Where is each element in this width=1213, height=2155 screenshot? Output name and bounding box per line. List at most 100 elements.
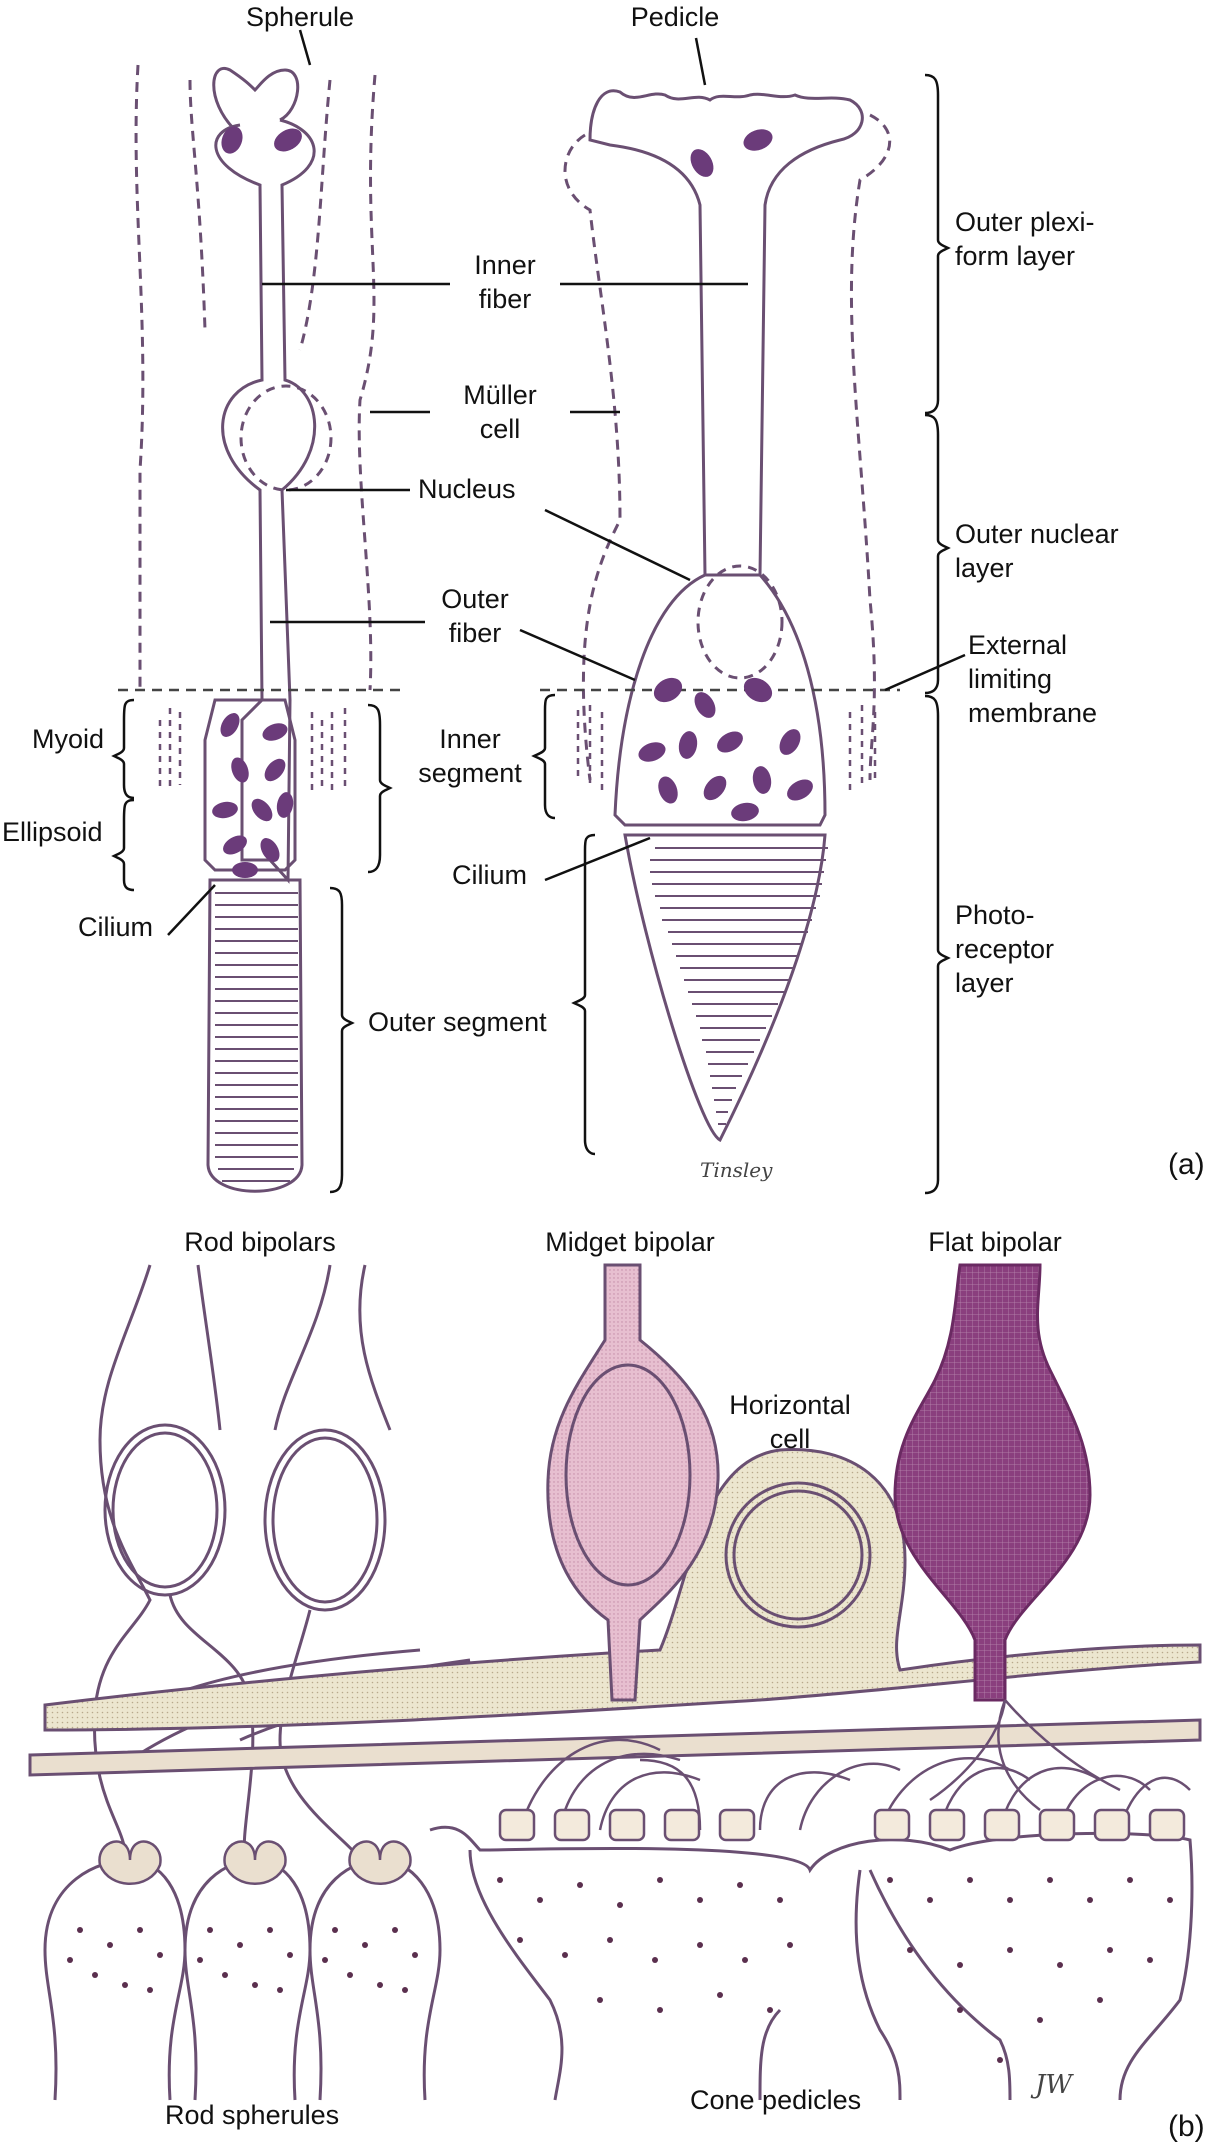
label-myoid: Myoid [32, 724, 105, 754]
label-external-limiting-membrane: External limiting membrane [968, 628, 1097, 730]
midget-bipolar-cell [546, 1263, 720, 1702]
leader-lines [167, 29, 966, 936]
cone-pedicle-terminals [429, 1825, 1194, 2101]
label-elm-line-2: limiting [968, 664, 1053, 694]
rod-bipolar-axon-2 [278, 1609, 362, 1861]
label-nucleus: Nucleus [418, 474, 516, 504]
outer-plexiform-band [28, 1718, 1202, 1777]
synaptic-vesicles [67, 1877, 1173, 2063]
cone-outer-segment [623, 833, 827, 1143]
cone-organelles [638, 129, 813, 822]
rod-bipolar-dendrite-4 [358, 1264, 392, 1431]
flat-bipolar-cell [893, 1263, 1092, 1702]
rod-outer-segment [206, 878, 304, 1193]
label-midget-bipolar: Midget bipolar [545, 1227, 715, 1257]
label-cone-pedicles: Cone pedicles [690, 2085, 862, 2115]
rod-cell-outline [214, 118, 317, 884]
label-photoreceptor-line-1: Photo- [955, 900, 1035, 930]
label-outer-plexiform-layer: Outer plexi- form layer [955, 205, 1095, 273]
rod-bipolar-soma-1-inner [111, 1431, 219, 1589]
label-elm-line-1: External [968, 630, 1068, 660]
label-muller-cell-line-1: Müller [463, 380, 537, 410]
cone-cell-body [613, 573, 827, 827]
bracket-cone-inner-segment [531, 693, 556, 820]
rod-bipolar-soma-2 [263, 1428, 387, 1612]
label-photoreceptor-line-2: receptor [955, 934, 1055, 964]
label-ellipsoid: Ellipsoid [2, 817, 103, 847]
leader-nucleus [286, 488, 691, 582]
label-horizontal-cell: Horizontal cell [710, 1388, 870, 1456]
label-outer-fiber: Outer fiber [425, 582, 525, 650]
leader-elm [884, 653, 966, 692]
rod-inner-segment [203, 698, 297, 872]
label-inner-segment: Inner segment [400, 722, 540, 790]
label-photoreceptor-line-3: layer [955, 968, 1014, 998]
label-inner-fiber-line-1: Inner [474, 250, 536, 280]
synaptic-invaginations [498, 1808, 1186, 1842]
label-flat-bipolar: Flat bipolar [928, 1227, 1062, 1257]
rod-bipolar-dendrite-3 [273, 1264, 332, 1431]
label-outer-fiber-line-2: fiber [448, 618, 502, 648]
leader-rod-cilium [167, 884, 216, 936]
label-outer-plexiform-line-2: form layer [955, 241, 1076, 271]
label-rod-bipolars: Rod bipolars [184, 1227, 336, 1257]
label-horizontal-cell-line-2: cell [769, 1424, 811, 1454]
rod-bipolar-soma-1 [103, 1423, 227, 1597]
label-outer-segment: Outer segment [368, 1007, 547, 1037]
bracket-rod-inner-segment [367, 703, 393, 874]
panel-a-artist-signature: Tinsley [700, 1158, 773, 1182]
label-rod-spherules: Rod spherules [165, 2100, 340, 2130]
label-rod-cilium: Cilium [78, 912, 154, 942]
rod-muller-cell-inner-dashed [188, 79, 332, 351]
panel-b-artist-signature: JW [1035, 2070, 1073, 2100]
bracket-ellipsoid [111, 798, 135, 892]
rod-spherule [212, 66, 300, 132]
label-horizontal-cell-line-1: Horizontal [729, 1390, 851, 1420]
horizontal-cell-nucleus [724, 1481, 872, 1629]
cone-myoid-dashes [576, 705, 877, 790]
leader-pedicle [694, 37, 707, 86]
rod-myoid-dashes [158, 708, 347, 790]
label-outer-nuclear-line-2: layer [955, 553, 1014, 583]
label-outer-fiber-line-1: Outer [441, 584, 509, 614]
label-outer-nuclear-layer: Outer nuclear layer [955, 517, 1119, 585]
leader-outer-fiber [270, 620, 636, 682]
rod-outer-segment-discs [215, 892, 298, 1182]
label-cone-cilium: Cilium [452, 860, 528, 890]
rod-muller-cell-outline-right [357, 74, 377, 691]
panel-b-drawing [28, 1263, 1202, 2101]
bracket-rod-outer-segment [329, 886, 355, 1194]
bracket-cone-outer-segment [571, 833, 596, 1156]
panel-a-label: (a) [1168, 1148, 1205, 1181]
midget-bipolar-nucleus [564, 1363, 692, 1587]
cone-muller-cell-outline-right [849, 113, 892, 781]
bracket-myoid [111, 698, 135, 800]
label-pedicle: Pedicle [630, 2, 720, 32]
cone-pedicle [588, 89, 864, 577]
label-inner-segment-line-2: segment [418, 758, 522, 788]
label-inner-segment-line-1: Inner [439, 724, 501, 754]
label-muller-cell-line-2: cell [479, 414, 521, 444]
bipolar-dendrite-arcs [518, 1699, 1191, 1831]
label-outer-plexiform-line-1: Outer plexi- [955, 207, 1095, 237]
rod-nucleus [239, 384, 333, 492]
bracket-photoreceptor [924, 694, 951, 1195]
rod-bipolar-soma-2-inner [271, 1436, 379, 1604]
rod-muller-cell-outline-left [134, 64, 145, 690]
panel-a-drawing [111, 29, 966, 1195]
label-photoreceptor-layer: Photo- receptor layer [955, 898, 1054, 1000]
bracket-outer-nuclear [924, 413, 951, 695]
leader-spherule [298, 29, 312, 66]
rod-organelles [212, 126, 302, 878]
cone-muller-cell-outline-left [563, 133, 622, 781]
rod-spherule-terminals [43, 1840, 442, 2101]
rod-bipolar-dendrite-2 [196, 1264, 222, 1431]
label-spherule: Spherule [245, 2, 355, 32]
rod-terminal-invaginations [98, 1840, 412, 1885]
panel-b-label: (b) [1168, 2110, 1205, 2143]
leader-cone-cilium [544, 836, 651, 882]
label-inner-fiber-line-2: fiber [478, 284, 532, 314]
label-inner-fiber: Inner fiber [450, 248, 560, 316]
